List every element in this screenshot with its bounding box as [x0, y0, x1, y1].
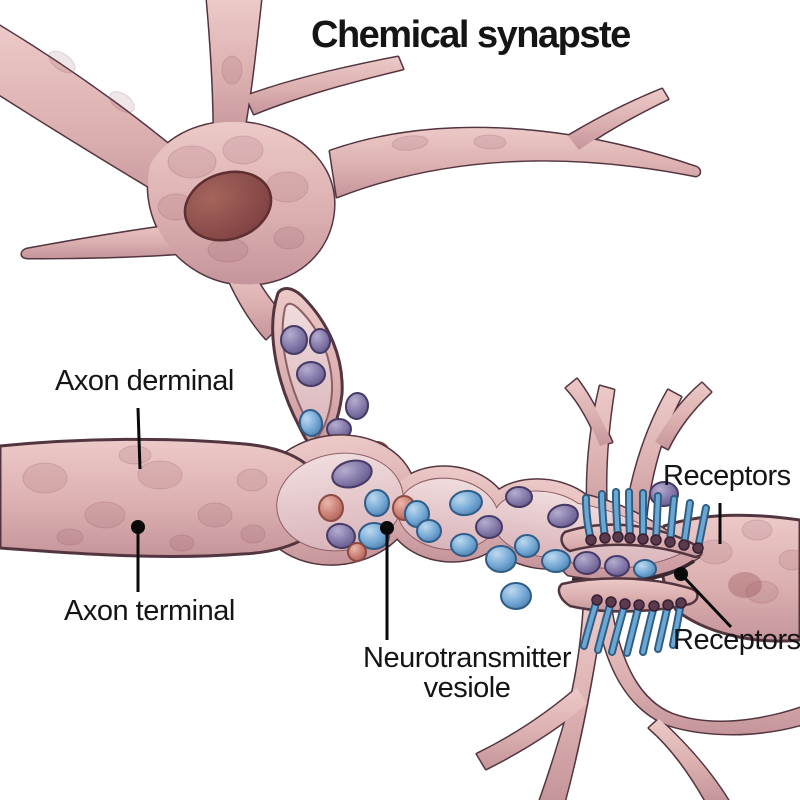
receptors-bottom-leader	[679, 572, 733, 629]
presynaptic-neuron	[0, 0, 702, 341]
label-axon-derminal: Axon derminal	[55, 365, 234, 397]
receptors-bottom-row	[580, 594, 687, 657]
receptor-bases	[585, 531, 704, 554]
receptor-bases	[591, 594, 687, 612]
label-receptors-bottom: Receptors	[673, 624, 800, 656]
axon-texture	[22, 445, 268, 552]
label-neurotransmitter-vesicle: Neurotransmitter vesiole	[357, 643, 577, 704]
dendrite-texture-blob	[728, 572, 762, 598]
label-receptors-top: Receptors	[663, 460, 791, 492]
label-neurotransmitter-line2: vesiole	[423, 672, 511, 705]
axon-derminal-leader	[136, 407, 142, 470]
synaptic-vesicles-in-swelling	[280, 325, 331, 387]
axon-swelling	[271, 286, 348, 470]
diagram-title: Chemical synapste	[311, 14, 631, 56]
axon-terminal-membrane	[0, 423, 701, 581]
vesicle-outside-terminal	[500, 582, 532, 610]
nucleus	[183, 170, 273, 242]
postsynaptic-dendrite	[658, 513, 800, 643]
label-axon-terminal: Axon terminal	[64, 595, 235, 627]
soma-texture	[48, 50, 507, 263]
receptors-top-row	[582, 488, 710, 554]
label-neurotransmitter-line1: Neurotransmitter	[363, 642, 571, 674]
leader-lines	[131, 407, 733, 640]
synaptic-vesicles	[318, 459, 679, 610]
